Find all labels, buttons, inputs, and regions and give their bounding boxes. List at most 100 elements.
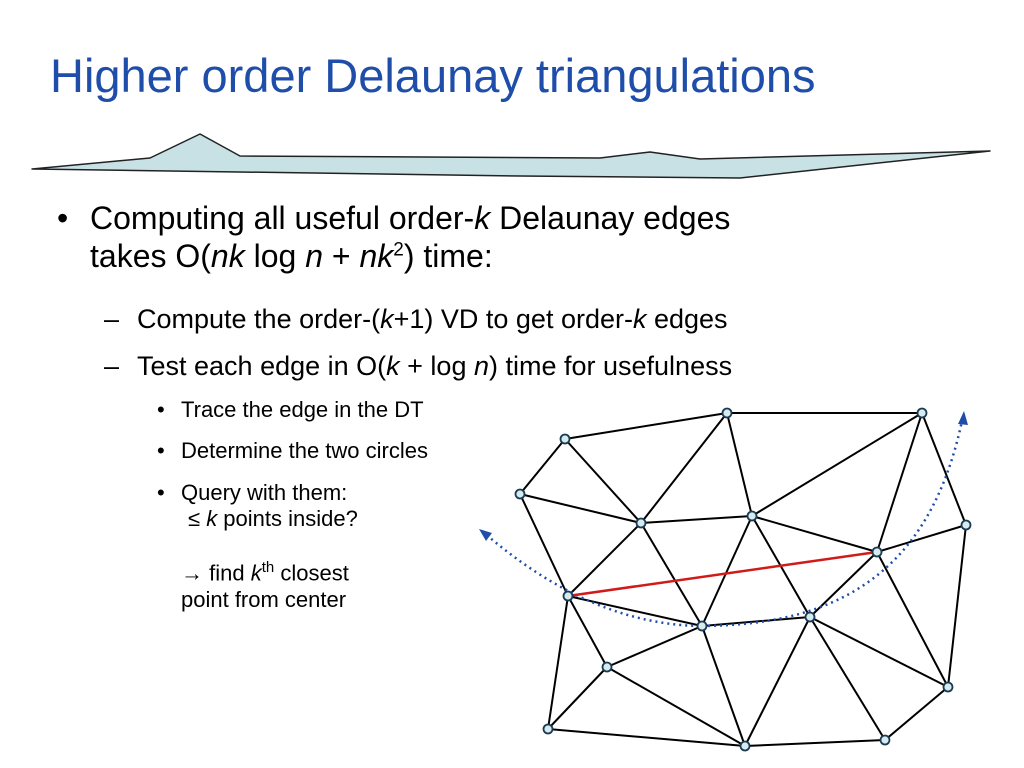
triangulation-edge [701,515,753,627]
triangulation-edge [519,493,642,524]
circle-arc-right [701,415,965,628]
triangulation-vertex [559,433,571,445]
triangulation-edge [547,595,569,730]
triangulation-vertex [960,519,972,531]
triangulation-vertex [721,407,733,419]
triangulation-edge [567,522,642,597]
var-k: k [250,560,262,586]
triangulation-vertex [542,723,554,735]
text-fragment: Query with them: [181,480,348,505]
triangulation-vertex [562,590,574,602]
text-fragment: points inside? [217,506,358,532]
var-k: k [206,506,218,532]
sub-bullet-test-edge: – Test each edge in O(k + log n) time fo… [104,350,733,382]
triangulation-edge [640,515,753,524]
triangulation-edge [809,616,949,688]
text-fragment: log [244,238,306,275]
bullet-main-line2: takes O(nk log n + nk2) time: [90,237,730,275]
circle-arc-left [481,530,703,628]
triangulation-vertex [739,740,751,752]
triangulation-vertex [635,517,647,529]
text-fragment: ≤ [188,506,207,532]
var-n: n [305,238,323,275]
arrowhead-right [958,411,968,425]
bullet-marker: • [157,480,165,505]
var-k: k [632,304,647,334]
triangulation-vertices [514,407,972,752]
triangulation-vertex [746,510,758,522]
triangulation-edge [751,515,878,553]
query-line-find: → find kth closest [181,559,358,587]
triangulation-edge [564,412,728,440]
triangulation-edge [751,412,923,517]
triangulation-edge [564,438,642,524]
triangulation-edge [547,728,746,747]
sub-bullet-compute-vd: – Compute the order-(k+1) VD to get orde… [104,303,728,335]
subsub-bullet-trace: • Trace the edge in the DT [157,397,424,423]
text-fragment: Compute the order-( [137,304,381,334]
text-fragment: takes O( [90,238,211,275]
bullet-main: • Computing all useful order-k Delaunay … [57,199,731,276]
triangulation-edge [947,524,967,688]
highlighted-edge [567,550,878,598]
var-nk: nk [359,238,394,275]
triangulation-edge [876,524,967,553]
text-fragment: + log [399,351,474,381]
text-fragment: + [323,238,360,275]
triangulation-edge [876,551,949,688]
arrowhead-left [479,529,492,541]
query-line-center: point from center [181,586,347,612]
text-fragment: Computing all useful order- [90,200,475,236]
var-k: k [380,304,394,334]
triangulation-vertex [804,611,816,623]
banner-shape [31,133,991,179]
var-n: n [473,351,489,381]
bullet-marker: • [157,438,165,463]
text-fragment: ) time: [403,238,493,275]
text-fragment: find [203,560,251,586]
superscript-th: th [261,558,275,576]
bullet-marker: • [57,200,69,236]
text-fragment: Trace the edge in the DT [181,397,424,422]
var-k: k [386,351,400,381]
arrow-icon: → [181,560,203,586]
text-fragment: closest [274,560,349,586]
triangulation-edge [884,686,949,741]
triangulation-edge [640,412,728,524]
triangulation-edge [567,595,608,668]
var-k: k [474,200,491,236]
text-fragment: edges [646,304,728,334]
triangulation-edge [726,412,753,517]
triangulation-vertex [871,546,883,558]
triangulation-edge [567,595,703,627]
triangulation-edge [519,493,569,597]
triangulation-edge [921,412,967,526]
triangulation-edge [744,739,886,747]
triangulation-edges [519,412,967,747]
triangulation-edge [606,625,703,668]
slide-title: Higher order Delaunay triangulations [50,49,816,102]
triangulation-edge [640,522,703,627]
triangulation-edge [701,625,746,747]
text-fragment: Determine the two circles [181,438,428,463]
text-fragment: +1) VD to get order- [393,304,633,334]
query-line-points: ≤ k points inside? [181,506,358,532]
triangulation-edge [519,438,566,495]
triangulation-vertex [601,661,613,673]
text-fragment: Test each edge in O( [137,351,387,381]
triangulation-vertex [942,681,954,693]
triangulation-edge [876,412,923,553]
text-fragment: ) time for usefulness [489,351,733,381]
triangulation-vertex [696,620,708,632]
dash-marker: – [104,304,120,334]
text-fragment: Delaunay edges [490,200,731,236]
subsub-bullet-query: • Query with them: ≤ k points inside? → … [157,480,358,613]
triangulation-vertex [879,734,891,746]
dash-marker: – [104,351,120,381]
subsub-bullet-circles: • Determine the two circles [157,438,428,464]
triangulation-edge [547,666,608,730]
triangulation-vertex [514,488,526,500]
exponent: 2 [393,239,404,261]
triangulation-edge [744,616,811,747]
